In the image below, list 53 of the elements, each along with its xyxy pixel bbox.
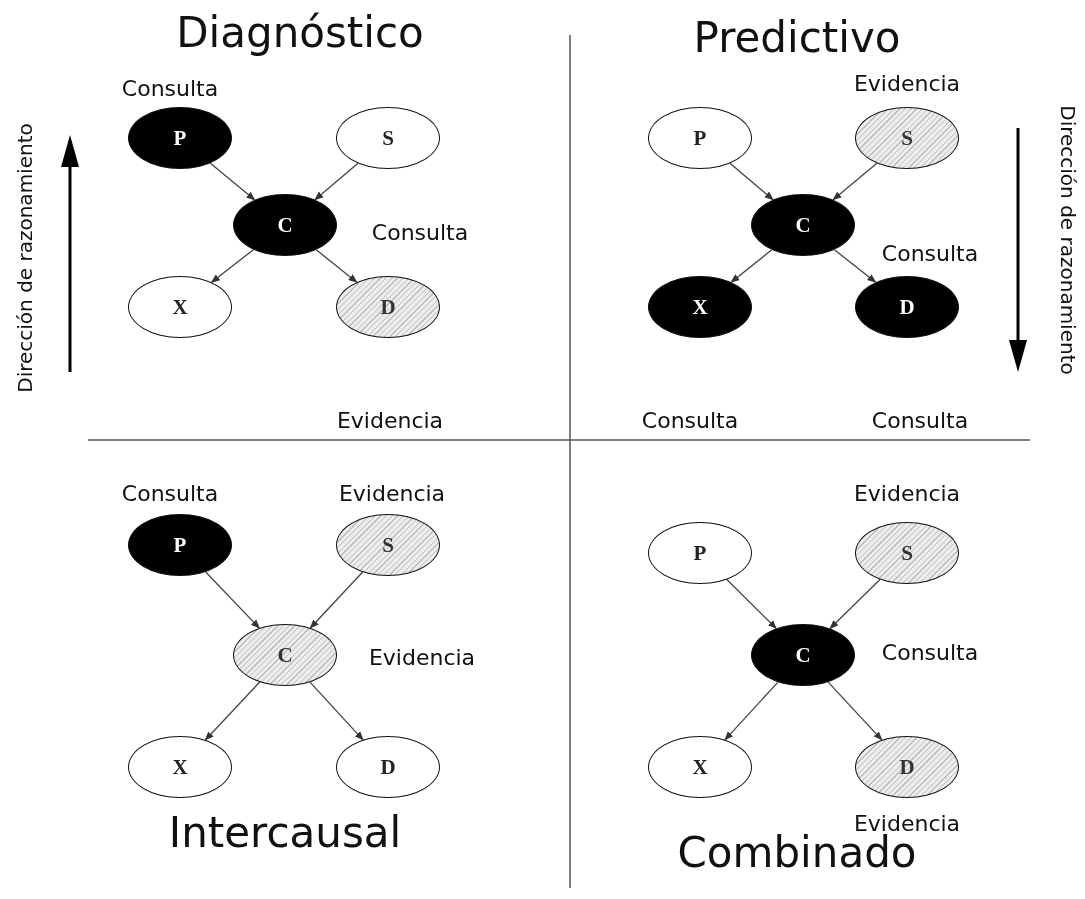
node-caption: Consulta bbox=[641, 407, 739, 433]
node-caption: Evidencia bbox=[338, 480, 446, 506]
quadrant-title: Intercausal bbox=[168, 807, 402, 857]
arrow bbox=[309, 571, 364, 629]
arrow bbox=[315, 249, 358, 283]
node-caption: Consulta bbox=[881, 639, 979, 665]
arrow bbox=[729, 162, 774, 201]
node-ellipse: X bbox=[128, 276, 232, 338]
quadrant-title: Predictivo bbox=[693, 12, 901, 62]
arrow bbox=[832, 162, 878, 201]
node-ellipse: C bbox=[751, 624, 855, 686]
node-caption: Consulta bbox=[881, 240, 979, 266]
node-ellipse: P bbox=[128, 514, 232, 576]
node-ellipse: D bbox=[336, 736, 440, 798]
node-ellipse: D bbox=[855, 276, 959, 338]
node-ellipse: P bbox=[128, 107, 232, 169]
arrow bbox=[833, 249, 877, 283]
arrow bbox=[309, 681, 364, 741]
arrow bbox=[730, 249, 773, 283]
node-ellipse: S bbox=[336, 514, 440, 576]
node-ellipse: X bbox=[128, 736, 232, 798]
node-ellipse: P bbox=[648, 522, 752, 584]
quadrant-title: Diagnóstico bbox=[176, 7, 424, 57]
arrow bbox=[829, 578, 881, 630]
node-ellipse: P bbox=[648, 107, 752, 169]
arrow bbox=[724, 681, 779, 741]
node-ellipse: D bbox=[336, 276, 440, 338]
node-caption: Consulta bbox=[871, 407, 969, 433]
arrow bbox=[827, 681, 883, 741]
arrow bbox=[204, 681, 261, 741]
node-caption: Evidencia bbox=[336, 407, 444, 433]
node-ellipse: C bbox=[233, 624, 337, 686]
axis-label: Dirección de razonamiento bbox=[1056, 105, 1080, 375]
node-caption: Consulta bbox=[371, 219, 469, 245]
node-ellipse: X bbox=[648, 276, 752, 338]
node-caption: Consulta bbox=[121, 75, 219, 101]
arrow bbox=[210, 249, 255, 283]
arrow bbox=[209, 162, 256, 201]
node-caption: Evidencia bbox=[368, 644, 476, 670]
node-caption: Consulta bbox=[121, 480, 219, 506]
node-ellipse: C bbox=[233, 194, 337, 256]
node-ellipse: C bbox=[751, 194, 855, 256]
node-ellipse: S bbox=[855, 522, 959, 584]
node-ellipse: D bbox=[855, 736, 959, 798]
node-caption: Evidencia bbox=[853, 480, 961, 506]
node-ellipse: S bbox=[855, 107, 959, 169]
node-ellipse: X bbox=[648, 736, 752, 798]
axis-label: Dirección de razonamiento bbox=[13, 123, 37, 393]
node-ellipse: S bbox=[336, 107, 440, 169]
arrow bbox=[314, 162, 359, 201]
node-caption: Evidencia bbox=[853, 70, 961, 96]
arrow bbox=[205, 571, 260, 629]
arrow bbox=[726, 578, 777, 630]
